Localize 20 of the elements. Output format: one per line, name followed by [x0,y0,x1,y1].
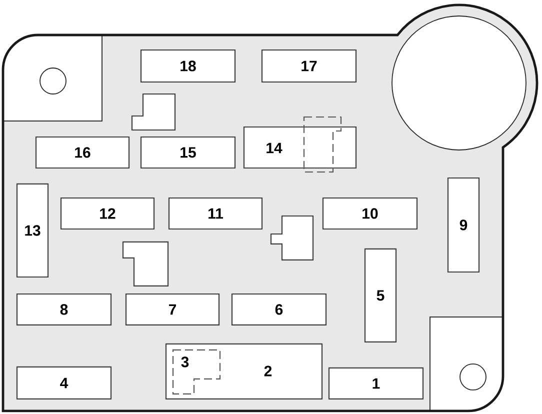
fuse-slot: 15 [140,136,236,169]
dashed-slot: 3 [172,349,221,395]
fuse-slot: 6 [231,293,327,326]
fuse-slot: 10 [322,197,418,230]
slot-outline [270,215,314,261]
fuse-slot: 17 [261,49,357,83]
fuse-slot: 4 [16,366,112,400]
fuse-slot: 9 [447,177,480,273]
fuse-slot: 13 [16,183,49,278]
slot-outline [131,93,176,131]
fuse-slot: 8 [16,293,112,326]
fuse-slot: 1 [328,367,424,400]
fuse-slot: 12 [60,197,155,230]
slot-outline [122,241,169,287]
fuse-slot: 11 [168,197,263,230]
fuse-slot: 7 [125,293,220,326]
fuse-slot: 14 [243,126,357,169]
fuse-slot: 18 [140,49,236,83]
fuse-slot: 16 [35,136,130,169]
fuse-slot: 5 [364,248,397,343]
